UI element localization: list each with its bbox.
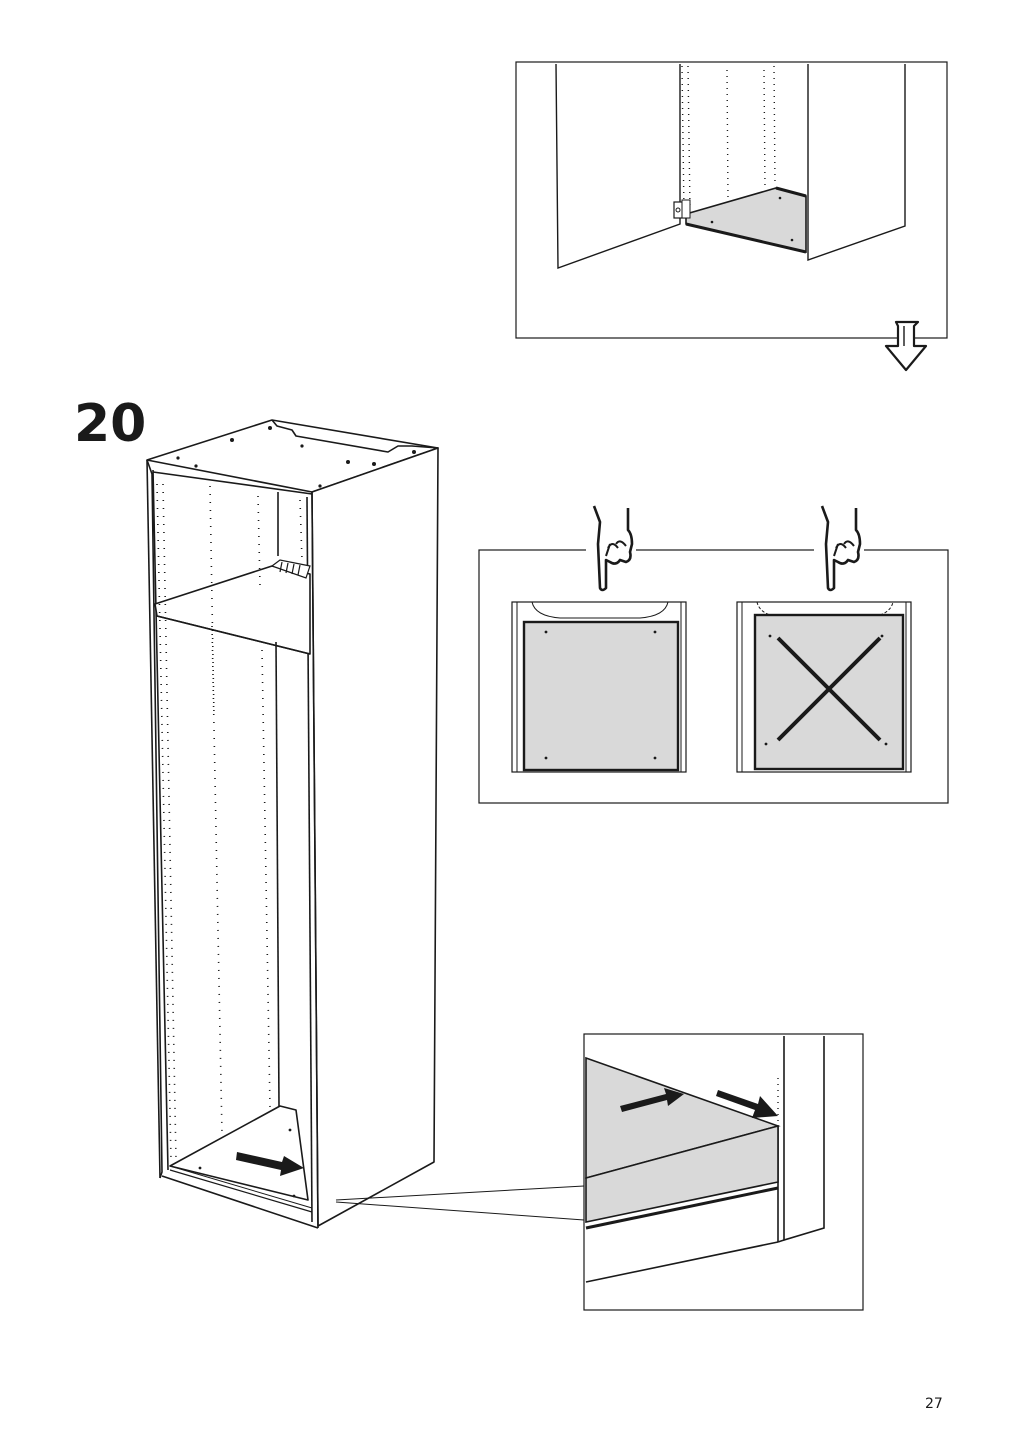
pointing-hand-icon xyxy=(586,505,636,592)
zoom-leader-lines xyxy=(335,1185,585,1221)
bottom-holes xyxy=(198,1128,296,1198)
top-holes xyxy=(176,426,416,488)
cross-icon xyxy=(776,636,882,742)
step-number: 20 xyxy=(74,394,147,454)
down-arrow-icon xyxy=(884,320,928,372)
arrow-right-icon xyxy=(236,1152,304,1176)
shelf-clips xyxy=(270,559,311,579)
cabinet-frame xyxy=(146,419,439,1229)
wrong-option xyxy=(736,601,912,773)
pointing-hand-icon xyxy=(814,505,864,592)
page-number: 27 xyxy=(925,1396,943,1412)
correct-option xyxy=(511,601,687,773)
arrow-right-icon xyxy=(620,1088,778,1118)
orientation-hint-panel xyxy=(478,505,949,804)
shelf-hole-rows xyxy=(156,483,303,1161)
bottom-detail-panel xyxy=(583,1033,864,1311)
top-detail-panel xyxy=(515,61,948,339)
